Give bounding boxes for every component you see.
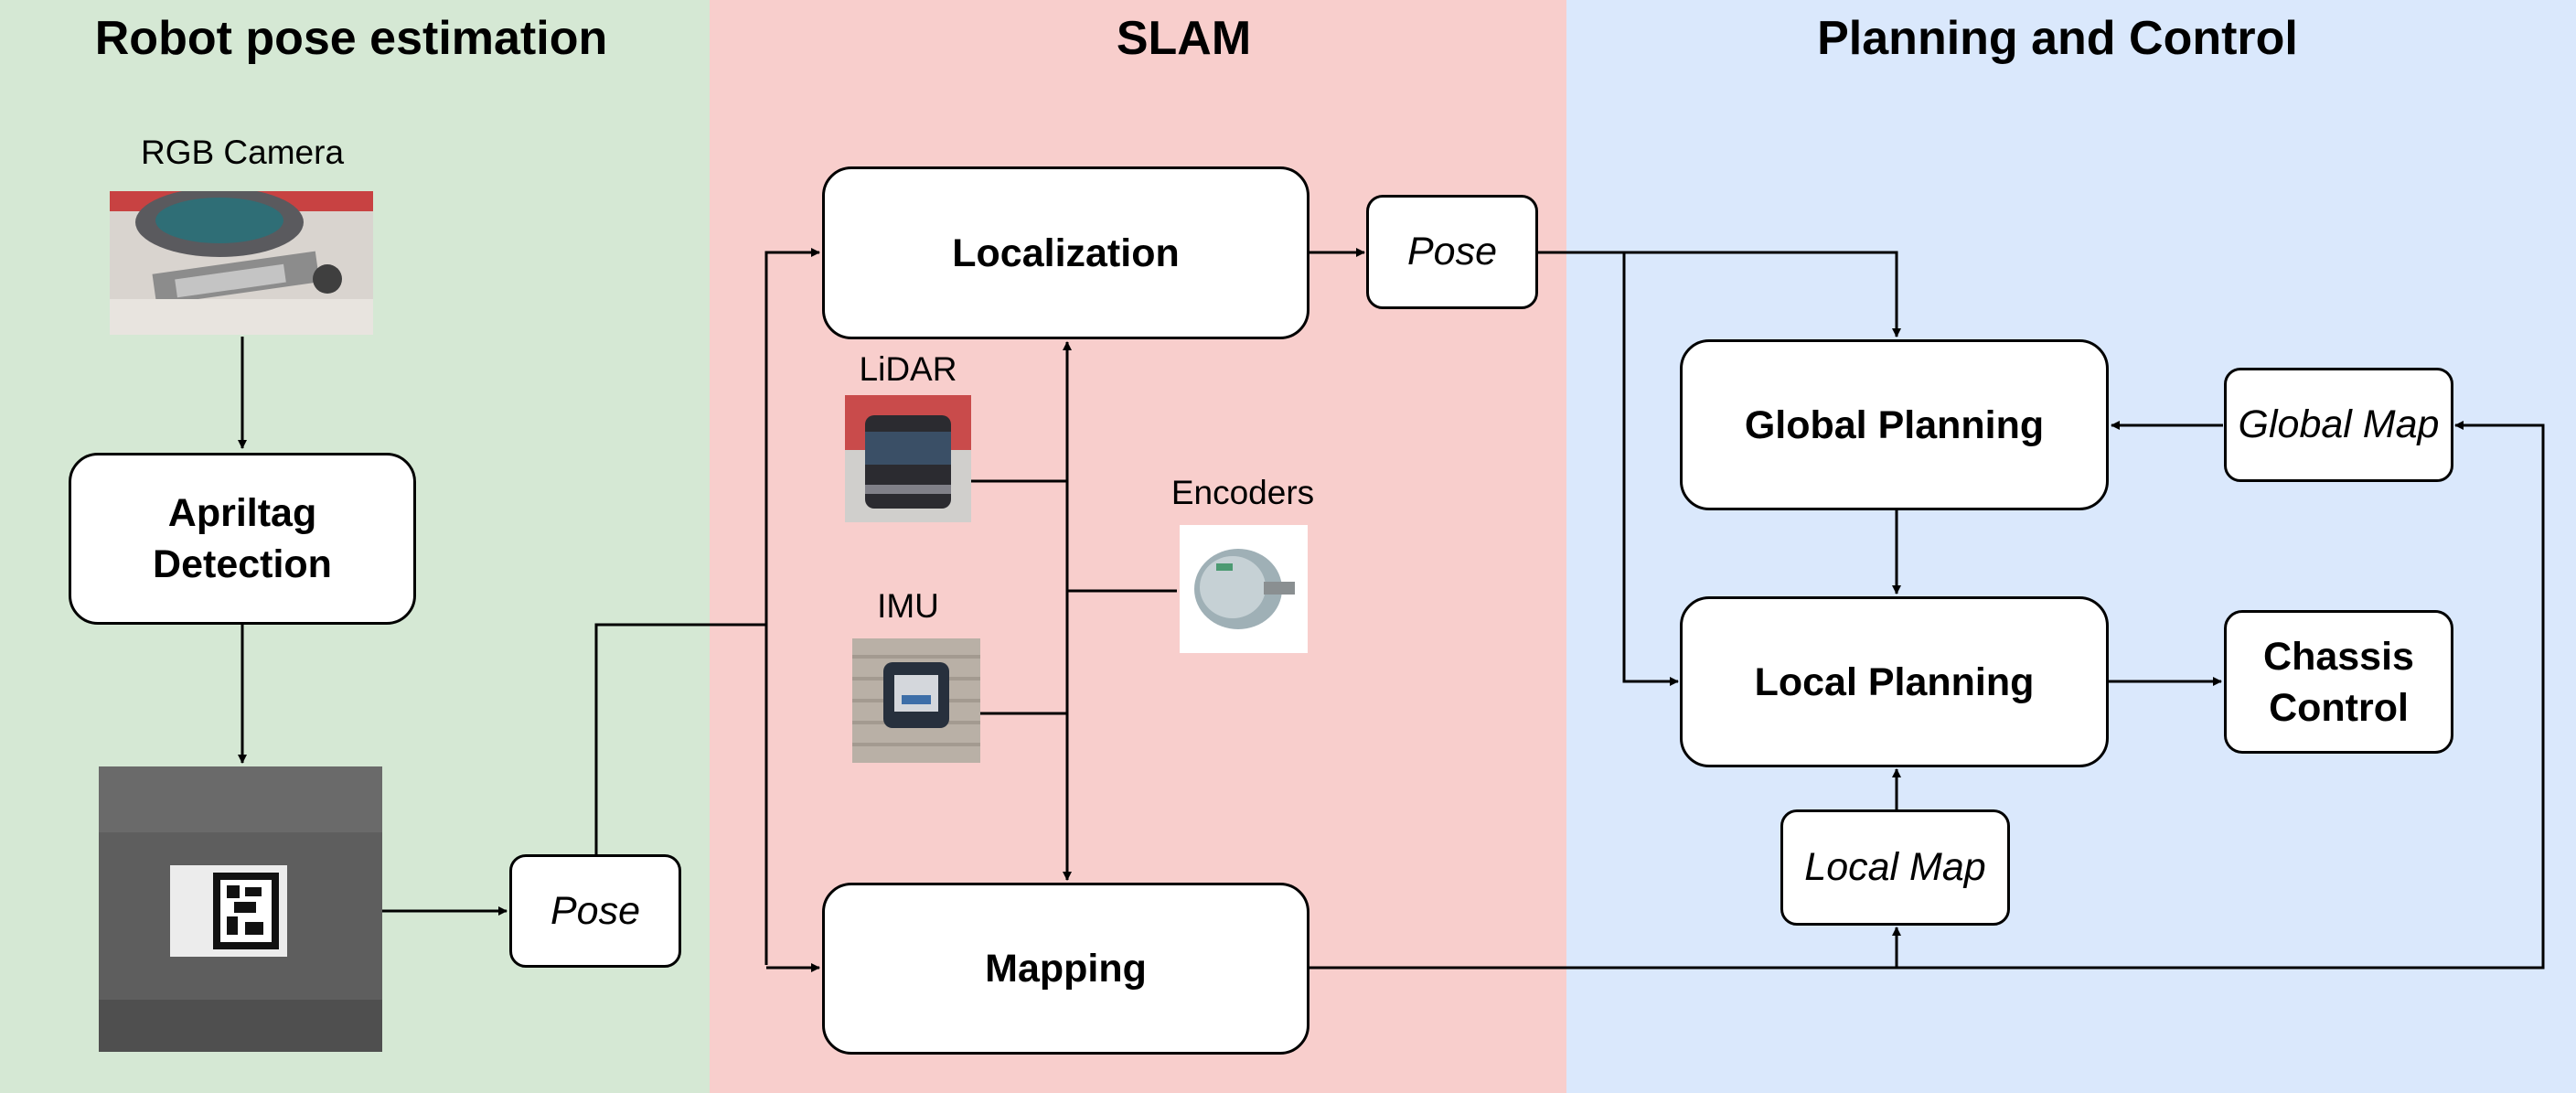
edge-mapping-to-global-map [1309, 421, 2545, 970]
edge-pose-to-slam [594, 623, 766, 854]
pose-node-top: Pose [1366, 195, 1538, 309]
apriltag-image [99, 766, 382, 1052]
encoders-label: Encoders [1170, 474, 1315, 511]
edge-pose-to-global-planning [1538, 251, 1901, 338]
localization-node: Localization [822, 166, 1309, 339]
pose-node-left: Pose [509, 854, 681, 968]
local-map-label: Local Map [1804, 845, 1986, 889]
imu-label: IMU [877, 587, 939, 625]
mapping-node: Mapping [822, 883, 1309, 1055]
chassis-control-label: Chassis Control [2263, 634, 2414, 730]
pose-estimation-title: Robot pose estimation [94, 12, 608, 65]
local-planning-label: Local Planning [1754, 659, 2035, 704]
pose-top-label: Pose [1406, 230, 1497, 273]
mapping-label: Mapping [985, 947, 1147, 991]
slam-title: SLAM [1116, 12, 1252, 65]
encoders-image [1180, 525, 1308, 653]
planning-control-panel: Planning and Control [1566, 0, 2576, 1093]
global-map-node: Global Map [2224, 368, 2453, 482]
pose-left-label: Pose [550, 888, 640, 933]
local-map-node: Local Map [1780, 809, 2010, 926]
chassis-control-node: Chassis Control [2224, 610, 2453, 754]
edge-pose-to-local-planning [1622, 252, 1679, 686]
lidar-label: LiDAR [859, 350, 957, 388]
global-planning-node: Global Planning [1680, 339, 2109, 510]
planning-control-title: Planning and Control [1817, 12, 2298, 65]
imu-image [852, 638, 980, 763]
lidar-image [845, 395, 971, 522]
global-planning-label: Global Planning [1744, 402, 2045, 447]
apriltag-detection-node: Apriltag Detection [69, 453, 416, 625]
local-planning-node: Local Planning [1680, 596, 2109, 767]
rgb-camera-label: RGB Camera [140, 134, 345, 171]
edge-bus-to-localization [764, 248, 820, 965]
localization-label: Localization [952, 230, 1180, 275]
global-map-label: Global Map [2238, 402, 2440, 446]
rgb-camera-image [110, 191, 373, 335]
apriltag-detection-label: Apriltag Detection [153, 491, 332, 586]
